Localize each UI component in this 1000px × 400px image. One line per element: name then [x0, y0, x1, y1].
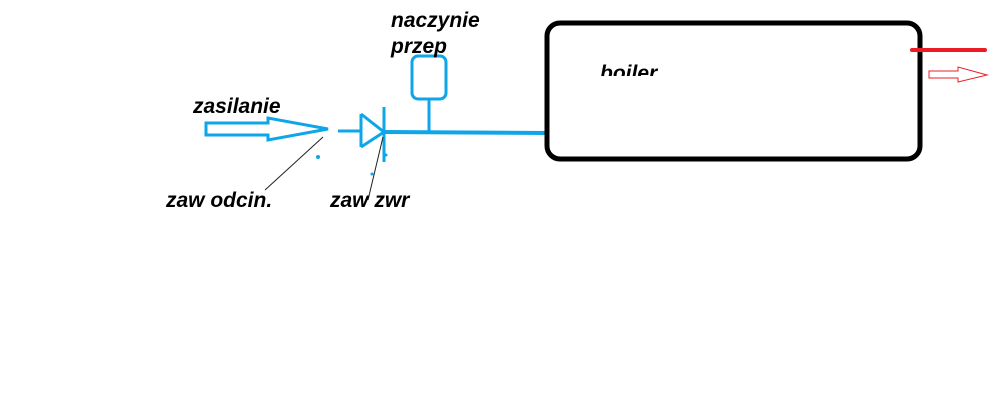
boiler-box	[544, 20, 923, 162]
pipe-main	[383, 130, 549, 135]
expansion-vessel-symbol	[410, 54, 448, 132]
check-valve-leader	[367, 136, 384, 201]
shutoff-valve-leader	[264, 136, 324, 191]
dot	[384, 153, 388, 157]
dot	[316, 155, 320, 159]
check-valve-symbol	[359, 107, 387, 162]
outlet-arrow	[928, 66, 989, 83]
boiler-label: boiler	[600, 62, 659, 85]
expansion-vessel-label-1: naczynie	[391, 9, 480, 32]
shutoff-valve-label: zaw odcin.	[165, 189, 272, 212]
check-valve-label: zaw zwr	[329, 189, 411, 212]
dot	[370, 172, 374, 176]
supply-arrow	[204, 116, 329, 142]
supply-label: zasilanie	[192, 95, 281, 118]
expansion-vessel-label-2: przep	[390, 35, 447, 58]
